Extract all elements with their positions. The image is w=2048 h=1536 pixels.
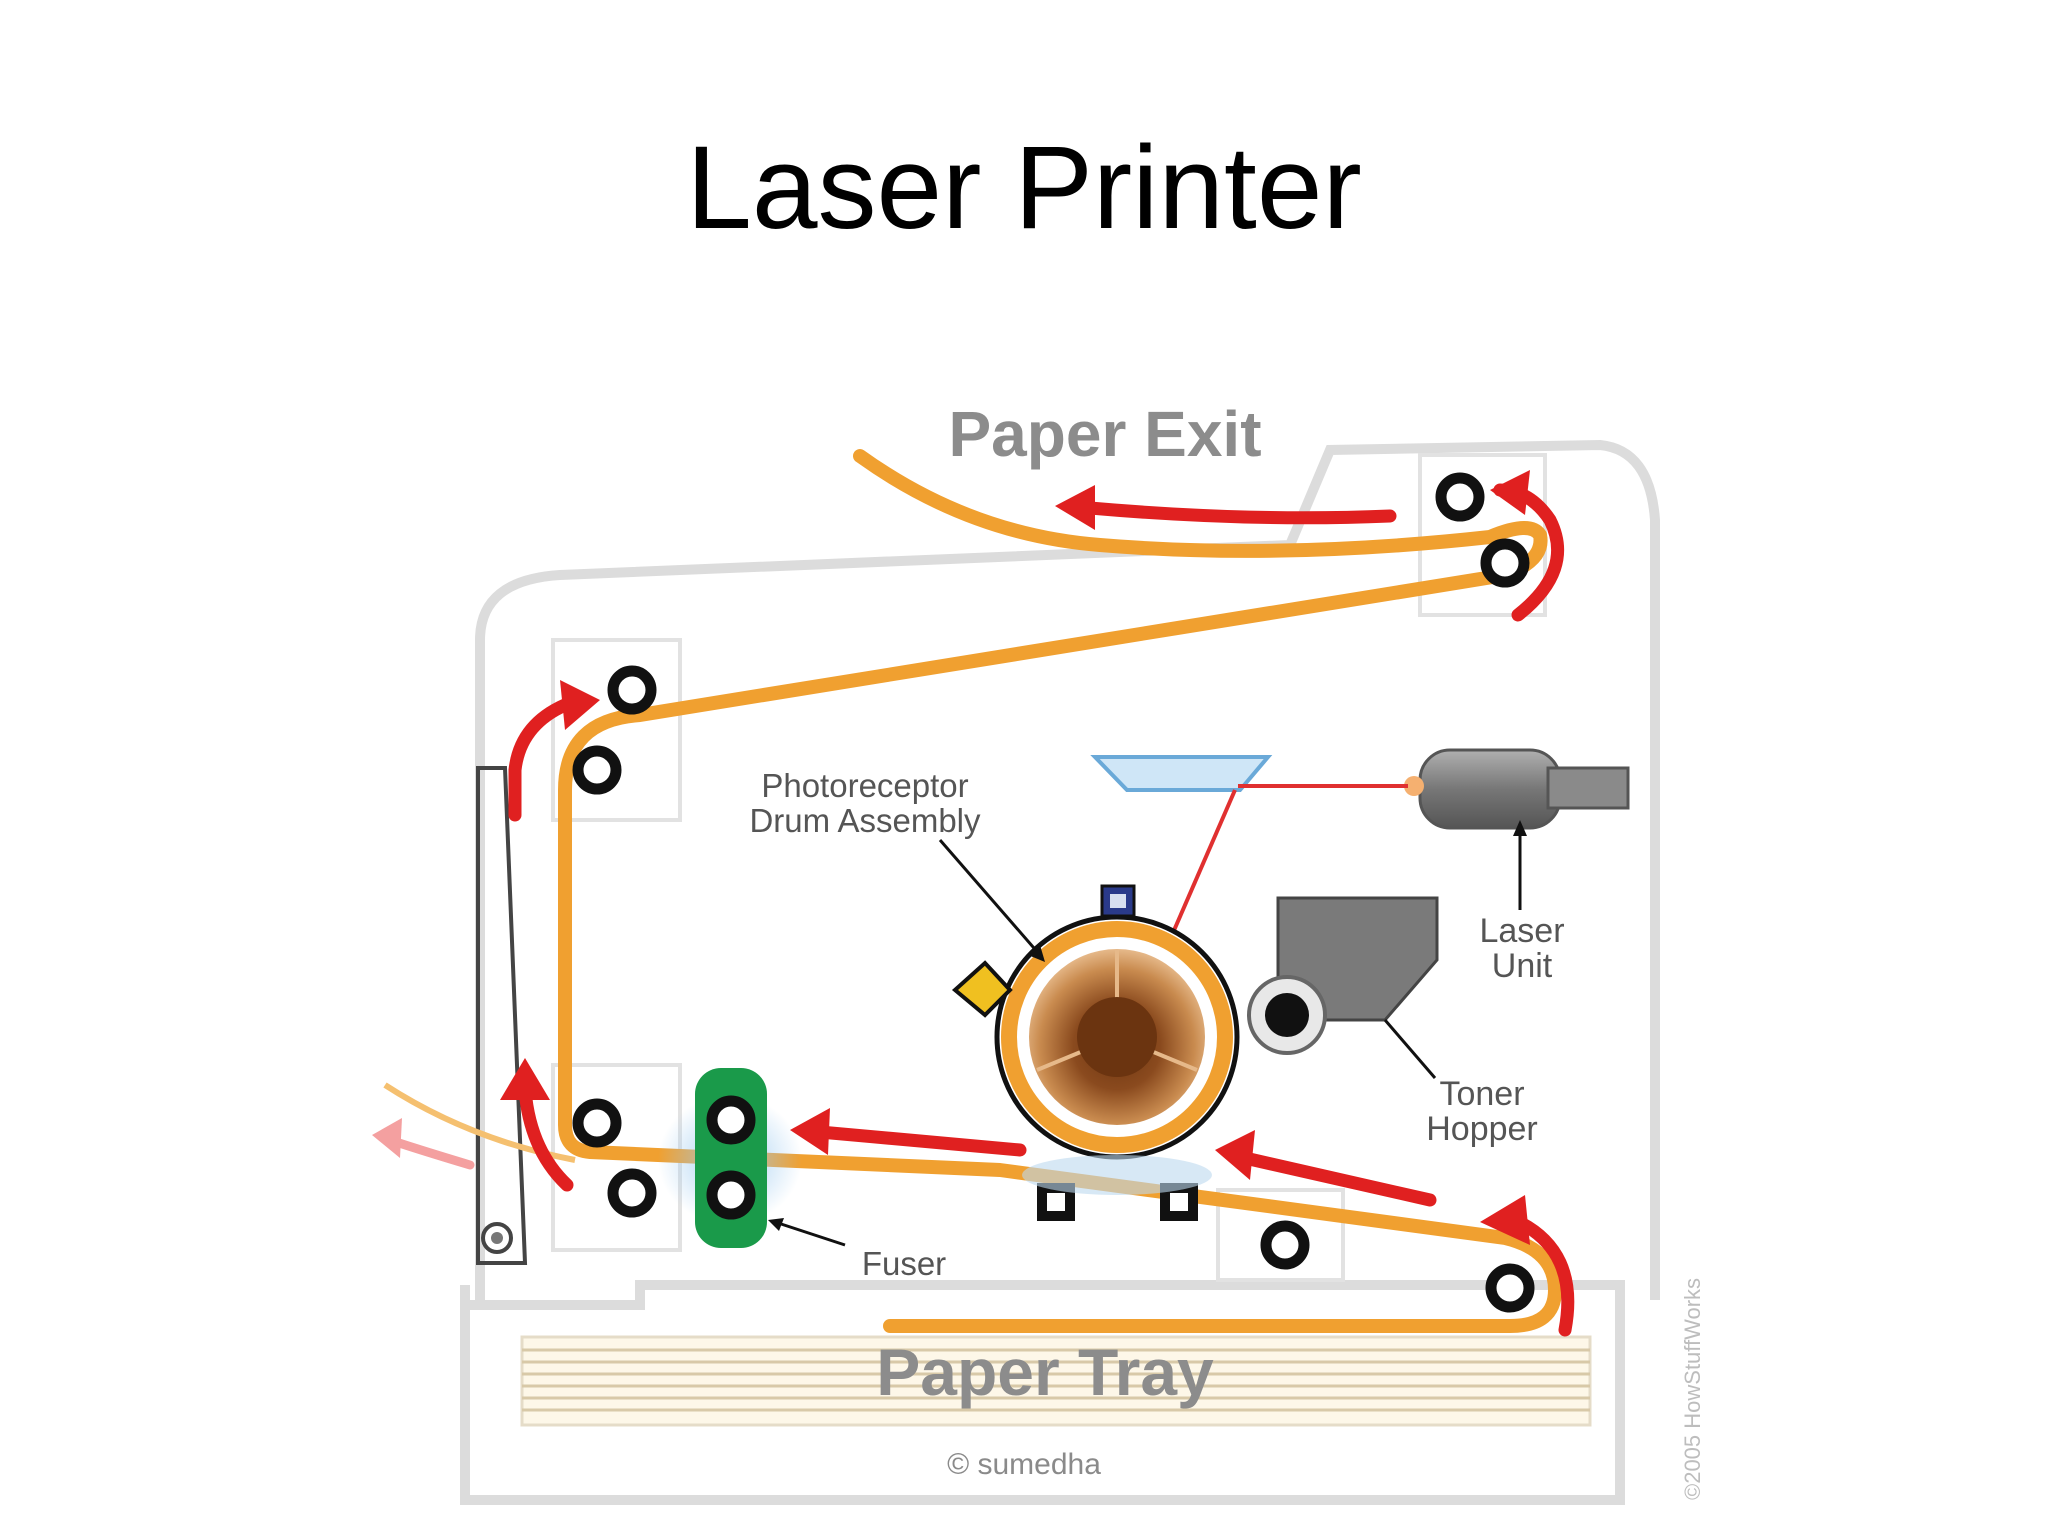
fuser-unit xyxy=(658,1068,802,1248)
flow-arrowheads xyxy=(372,470,1530,1245)
leader-arrowheads xyxy=(768,820,1527,1231)
rollers xyxy=(572,472,1535,1313)
paper-stack xyxy=(520,1335,1592,1427)
paper-exit-label: Paper Exit xyxy=(948,398,1261,470)
toner-label-line2: Hopper xyxy=(1426,1110,1538,1148)
paper-tray-label: Paper Tray xyxy=(876,1335,1214,1409)
flow-arrows xyxy=(385,483,1575,1337)
laser-beam xyxy=(1170,784,1408,936)
credit-text: © sumedha xyxy=(947,1448,1101,1481)
paper-path xyxy=(558,449,1562,1333)
copyright-label: ©2005 HowStuffWorks xyxy=(1680,1278,1705,1500)
mirror xyxy=(1090,755,1273,792)
leader-lines xyxy=(774,828,1522,1247)
laser-unit xyxy=(1404,748,1630,830)
photoreceptor-drum xyxy=(994,914,1240,1160)
slide-title: Laser Printer xyxy=(686,122,1362,254)
laser-label-line2: Unit xyxy=(1492,947,1553,985)
side-flap xyxy=(476,766,528,1265)
toner-label-line1: Toner xyxy=(1439,1075,1524,1113)
drum-label-line1: Photoreceptor xyxy=(761,767,968,804)
laser-label-line1: Laser xyxy=(1479,912,1564,950)
fuser-label: Fuser xyxy=(862,1245,946,1282)
drum-label-line2: Drum Assembly xyxy=(749,802,981,839)
toner-hopper xyxy=(1247,896,1439,1055)
drum-components xyxy=(951,884,1212,1221)
